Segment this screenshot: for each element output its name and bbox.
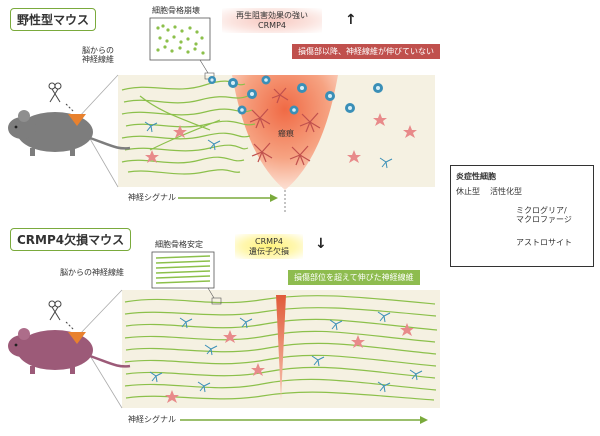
wild-crmp4-up-arrow-icon: ↑ xyxy=(345,12,357,28)
legend-microglia-line1: ミクログリア/ xyxy=(516,206,567,215)
astrocyte-cell-icon xyxy=(299,112,321,133)
ko-signal-arrow xyxy=(180,416,428,424)
wild-signal-arrow xyxy=(178,194,278,202)
astrocyte-cell-icon xyxy=(223,330,237,343)
astrocyte-cell-icon xyxy=(347,150,361,163)
ko-resting-microglia xyxy=(149,311,423,393)
astrocyte-cell-icon xyxy=(403,125,417,138)
wild-signal-label: 神経シグナル xyxy=(128,193,176,202)
wild-activated-astrocytes xyxy=(249,87,321,166)
ko-injury-spike xyxy=(276,295,286,400)
ko-mouse-icon xyxy=(8,328,131,374)
wild-cytoskeleton-fragments xyxy=(156,24,205,55)
legend-activated-label: 活性化型 xyxy=(490,187,522,196)
ko-scissors-icon xyxy=(48,300,75,331)
wild-fiber-label-line1: 脳からの xyxy=(82,46,114,55)
astrocyte-cell-icon xyxy=(249,108,271,129)
wild-mouse-icon xyxy=(8,110,131,156)
ko-fiber-label: 脳からの神経線維 xyxy=(60,268,124,277)
ko-connector-top xyxy=(77,289,123,337)
wild-resting-astrocytes xyxy=(145,113,417,163)
wild-fiber-label: 脳からの 神経線維 xyxy=(82,46,114,64)
wild-type-title: 野性型マウス xyxy=(10,8,97,31)
astrocyte-cell-icon xyxy=(351,335,365,348)
astrocyte-cell-icon xyxy=(173,125,187,138)
astrocyte-cell-icon xyxy=(373,113,387,126)
wild-crmp4-note: 再生阻害効果の強い CRMP4 xyxy=(222,8,322,34)
astrocyte-cell-icon xyxy=(251,363,265,376)
legend-astrocyte-label: アストロサイト xyxy=(516,238,572,247)
ko-title: CRMP4欠損マウス xyxy=(10,228,132,251)
wild-scar-region xyxy=(232,75,338,190)
legend-microglia-line2: マクロファージ xyxy=(516,215,572,225)
wild-scissors-icon xyxy=(48,82,75,113)
ko-growth-banner: 損傷部位を超えて伸びた神経線維 xyxy=(288,270,420,285)
ko-inset-source xyxy=(211,297,222,305)
wild-no-growth-banner: 損傷部以降、神経線維が伸びていない xyxy=(292,44,440,59)
ko-inset-pointer xyxy=(207,287,215,299)
astrocyte-cell-icon xyxy=(165,390,179,403)
legend-title: 炎症性細胞 xyxy=(456,172,496,181)
wild-connector-top xyxy=(77,74,119,119)
wild-crmp4-note-line1: 再生阻害効果の強い xyxy=(236,11,308,20)
ko-cytoskeleton-label: 細胞骨格安定 xyxy=(155,240,203,249)
ko-crmp4-note-line1: CRMP4 xyxy=(255,237,283,246)
astrocyte-cell-icon xyxy=(251,142,273,163)
legend-resting-label: 休止型 xyxy=(456,187,480,196)
wild-nerve-fibers xyxy=(121,80,256,175)
ko-cytoskeleton-filaments xyxy=(155,255,211,284)
ko-crmp4-down-arrow-icon: ↓ xyxy=(315,236,327,252)
astrocyte-cell-icon xyxy=(145,150,159,163)
wild-inset-pointer xyxy=(199,59,209,74)
wild-cytoskeleton-label: 細胞骨格崩壊 xyxy=(152,6,200,15)
wild-resting-microglia xyxy=(144,121,393,169)
ko-crmp4-note: CRMP4 遺伝子欠損 xyxy=(235,234,303,260)
wild-fiber-label-line2: 神経線維 xyxy=(82,55,114,65)
astrocyte-cell-icon xyxy=(271,87,289,104)
astrocyte-cell-icon xyxy=(400,323,414,336)
wild-scar-label: 瘢痕 xyxy=(278,129,294,138)
wild-microglia-nuclei xyxy=(210,78,380,112)
legend-panel xyxy=(450,165,594,267)
legend-microglia-label: ミクログリア/ マクロファージ xyxy=(516,206,572,224)
wild-crmp4-note-line2: CRMP4 xyxy=(258,20,286,30)
ko-resting-astrocytes xyxy=(165,323,414,403)
ko-crmp4-note-line2: 遺伝子欠損 xyxy=(249,246,289,256)
ko-nerve-fibers xyxy=(124,295,438,401)
astrocyte-cell-icon xyxy=(289,145,311,166)
ko-signal-label: 神経シグナル xyxy=(128,415,176,424)
